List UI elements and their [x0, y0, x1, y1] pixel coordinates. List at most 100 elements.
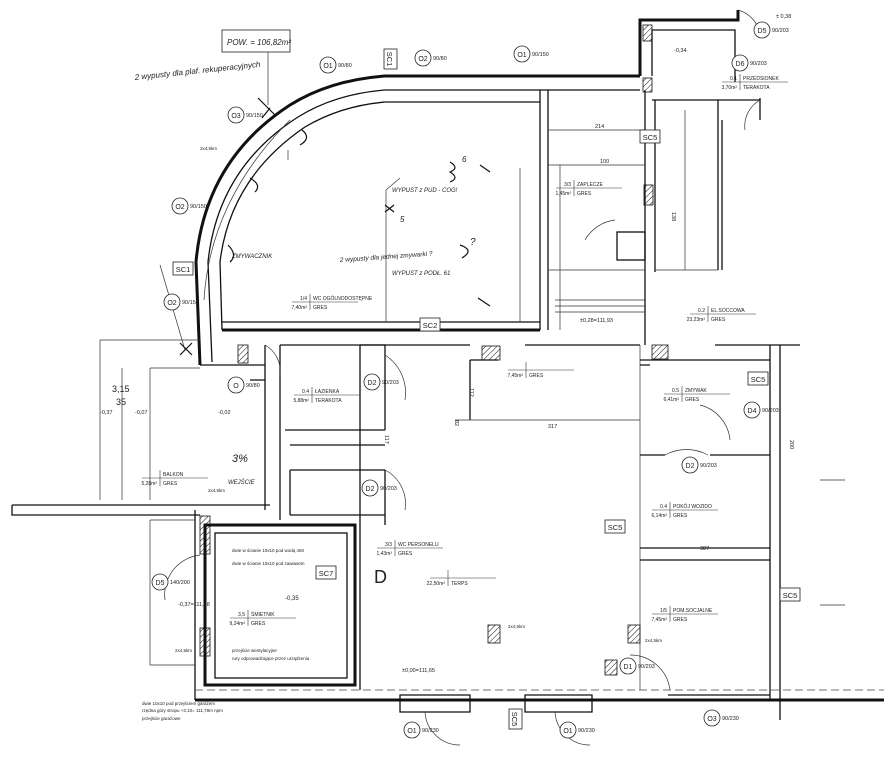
room-area: 6,41m²: [663, 397, 679, 403]
room-area: 1,45m²: [555, 191, 571, 197]
room-floor: GRES: [163, 481, 178, 487]
room-area: 7,40m²: [291, 305, 307, 311]
labels: 2 wypusty dla plaf. rekuperacyjnychWYPUS…: [100, 14, 801, 739]
hatch-note: 2x4,5km: [175, 648, 192, 653]
section-tag-text: SC5: [751, 375, 766, 384]
room-number: 3/3: [385, 542, 392, 548]
level-mark: ±0,28=111,93: [580, 318, 613, 324]
small-note: przejście garażowe: [142, 716, 181, 721]
opening-code: O3: [231, 113, 240, 120]
dimension: 200: [788, 440, 794, 449]
room-floor: GRES: [313, 305, 328, 311]
room-floor: TERAKOTA: [743, 85, 770, 91]
room-area: 23,23m²: [687, 317, 706, 323]
section-tag-text: SC7: [319, 569, 334, 578]
small-note: przejście wentylacyjne: [232, 648, 277, 653]
small-note: dwie 10x10 pod przejściem garażem: [142, 701, 215, 706]
small-note: rury odprowadzające przez urządzenia: [232, 656, 310, 661]
opening-code: D4: [748, 408, 757, 415]
area-box: POW. = 106,82m²: [221, 29, 291, 53]
level-mark: 35: [116, 397, 126, 407]
opening-code: O3: [707, 716, 716, 723]
handwritten-note: WYPUST z PODŁ. 61: [392, 271, 450, 277]
level-mark: ±0,00=111,65: [402, 668, 435, 674]
room-number: 3,5: [238, 612, 245, 618]
opening-code: O1: [407, 728, 416, 735]
room-number: 0.1: [730, 76, 737, 82]
room-floor: GRES: [529, 373, 544, 379]
dimension: 112: [468, 388, 474, 397]
opening-code: O1: [563, 728, 572, 735]
room-name: POM.SOCJALNE: [673, 608, 713, 614]
opening-dims: 90/80: [433, 56, 447, 62]
room-floor: GRES: [398, 551, 413, 557]
opening-dims: 90/150: [246, 113, 263, 119]
hatch-note: 2x4,5km: [645, 638, 662, 643]
section-tag-text: SC5: [643, 133, 658, 142]
section-tag: SC5: [747, 371, 769, 386]
opening-dims: 90/203: [380, 486, 397, 492]
opening-marker: D4 90/203: [743, 401, 779, 419]
opening-code: D2: [686, 463, 695, 470]
room-label: 7,45m² GRES: [507, 362, 574, 379]
level-mark: -0,35: [285, 596, 299, 602]
section-tag: SC5: [604, 519, 626, 534]
small-note: dwie w ścianie 10x10 pod zawiasem: [232, 561, 305, 566]
dimension: 117: [383, 435, 389, 444]
opening-dims: 90/203: [762, 408, 779, 414]
opening-code: D1: [624, 664, 633, 671]
room-name: BALKON: [163, 472, 184, 478]
hatch-note: 2x4,5km: [200, 146, 217, 151]
opening-code: O1: [517, 52, 526, 59]
section-tag: SC7: [315, 565, 337, 580]
room-area: 7,45m²: [507, 373, 523, 379]
section-tag-text: SC5: [783, 591, 798, 600]
opening-dims: 90/80: [246, 383, 260, 389]
section-tag-text: SC1: [176, 265, 191, 274]
opening-dims: 90/203: [772, 28, 789, 34]
level-mark: -0,37: [100, 410, 113, 416]
room-letter-d: D: [374, 567, 387, 587]
room-floor: GRES: [711, 317, 726, 323]
opening-marker: O3 90/150: [227, 106, 263, 124]
room-number: 0.2: [698, 308, 705, 314]
hatch-note: 2x4,5km: [208, 488, 225, 493]
opening-dims: 90/80: [338, 63, 352, 69]
opening-code: O2: [418, 56, 427, 63]
level-mark: ± 0,38: [776, 14, 791, 20]
room-area: 9,24m²: [229, 621, 245, 627]
handwritten-note: WYPUST z PUD - COG!: [392, 188, 458, 194]
handwritten-note: 3%: [232, 453, 248, 465]
room-floor: GRES: [673, 513, 688, 519]
room-number: 0.4: [660, 504, 667, 510]
opening-dims: 90/150: [182, 300, 199, 306]
section-tag-text: SC5: [510, 712, 519, 727]
dimension: 82: [453, 420, 459, 426]
dimension: 317: [548, 424, 557, 430]
handwritten-note: WEJŚCIE: [228, 479, 256, 486]
opening-code: D2: [366, 486, 375, 493]
small-note: rzędna góry stropu +3,10= 111,78m npm: [142, 708, 223, 713]
room-area: 7,45m²: [651, 617, 667, 623]
door-swings: [164, 9, 761, 746]
room-name: EL.SOCCOWA: [711, 308, 745, 314]
section-tag: SC1: [172, 261, 194, 276]
dimension: 100: [600, 159, 609, 165]
room-floor: TERPS: [451, 581, 468, 587]
